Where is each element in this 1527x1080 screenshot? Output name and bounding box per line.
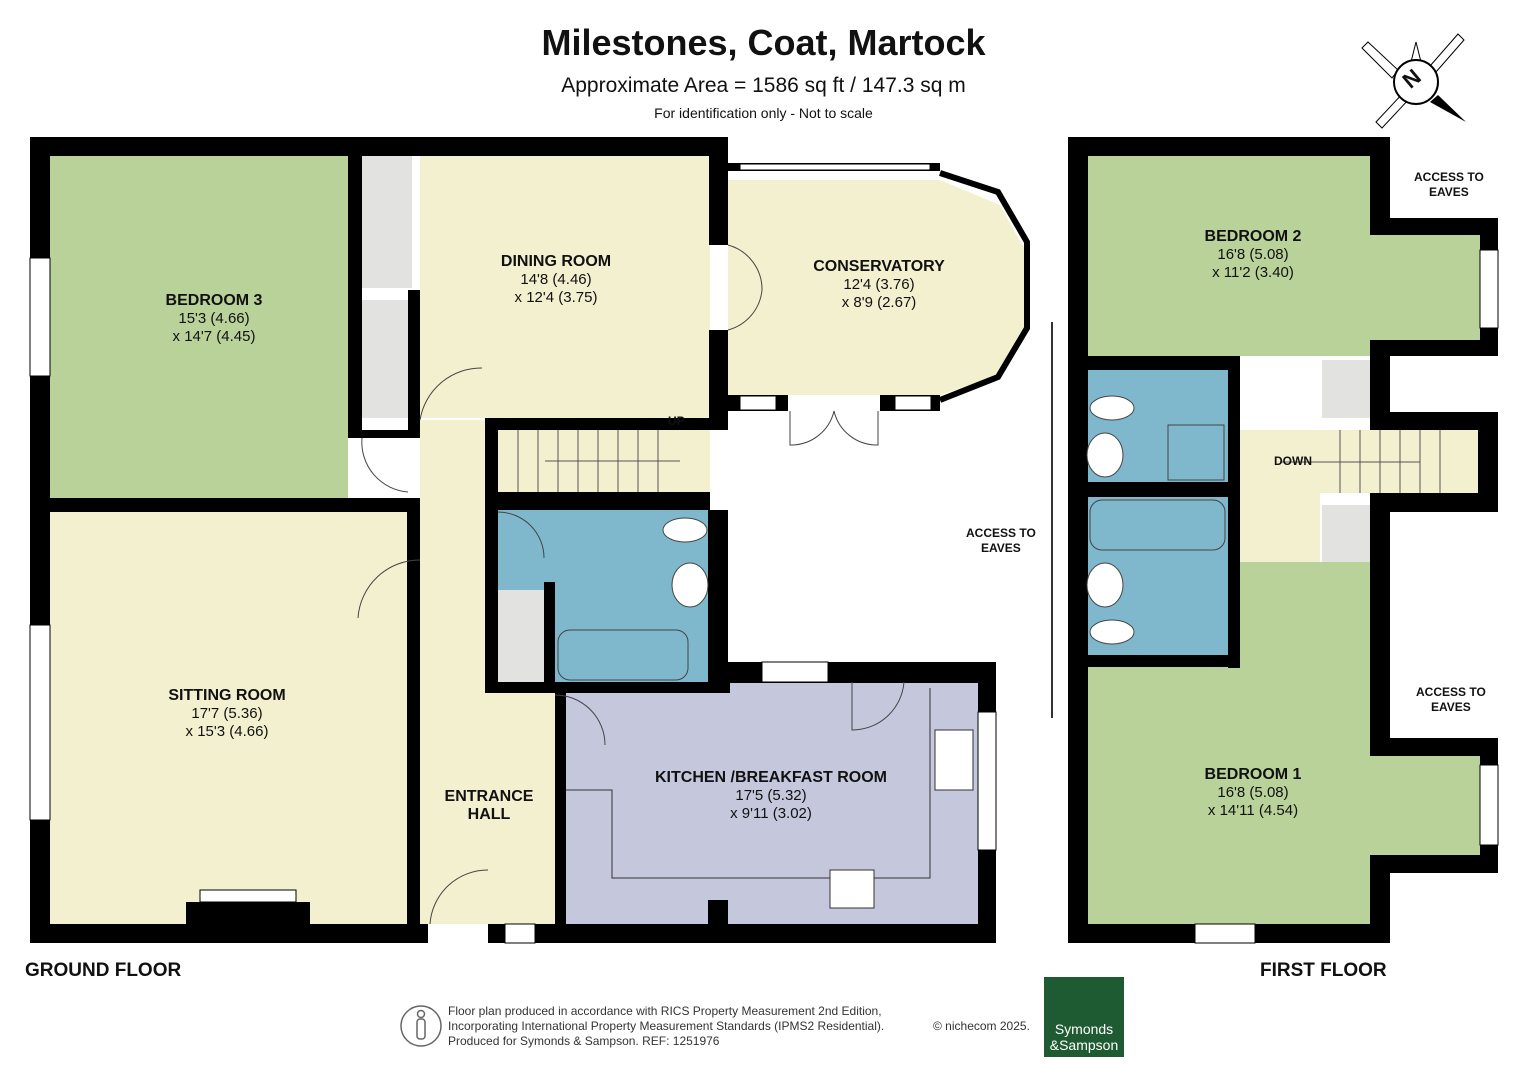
eaves-line: EAVES bbox=[1429, 185, 1469, 199]
label-bedroom-3: BEDROOM 3 15'3 (4.66) x 14'7 (4.45) bbox=[166, 292, 263, 346]
room-bedroom-3 bbox=[50, 156, 348, 498]
eaves-line: ACCESS TO bbox=[966, 526, 1036, 540]
footer-line: Floor plan produced in accordance with R… bbox=[448, 1004, 882, 1018]
room-dim-2: x 11'2 (3.40) bbox=[1212, 264, 1294, 281]
room-conservatory bbox=[728, 180, 1025, 395]
hall-line-2: HALL bbox=[467, 806, 511, 823]
cupboard-5 bbox=[1322, 505, 1370, 563]
footer-line: Incorporating International Property Mea… bbox=[448, 1019, 885, 1033]
room-dim-2: x 9'11 (3.02) bbox=[730, 805, 812, 822]
room-name: KITCHEN /BREAKFAST ROOM bbox=[655, 769, 887, 786]
eaves-label-3: ACCESS TO EAVES bbox=[1416, 685, 1486, 715]
room-entrance-hall bbox=[420, 420, 555, 924]
kitchen-counter bbox=[566, 688, 931, 879]
ground-floor-plan bbox=[29, 137, 1030, 944]
room-dim-1: 17'7 (5.36) bbox=[191, 705, 263, 722]
room-kitchen bbox=[566, 682, 978, 924]
eaves-line: ACCESS TO bbox=[1416, 685, 1486, 699]
room-dim-1: 16'8 (5.08) bbox=[1217, 784, 1289, 801]
label-conservatory: CONSERVATORY 12'4 (3.76) x 8'9 (2.67) bbox=[813, 258, 945, 312]
room-name: BEDROOM 1 bbox=[1204, 766, 1302, 783]
logo-line-2: &Sampson bbox=[1049, 1037, 1119, 1053]
plan-title: Milestones, Coat, Martock bbox=[541, 22, 986, 63]
basin-first bbox=[1086, 562, 1124, 608]
eaves-line: EAVES bbox=[1431, 700, 1471, 714]
eaves-label-1: ACCESS TO EAVES bbox=[1414, 170, 1484, 200]
conservatory-bay bbox=[938, 170, 1030, 403]
room-dim-1: 17'5 (5.32) bbox=[735, 787, 807, 804]
toilet-ground bbox=[662, 517, 708, 543]
hall-line-1: ENTRANCE bbox=[444, 788, 534, 805]
eaves-label-2: ACCESS TO EAVES bbox=[966, 526, 1036, 556]
stairs-up-label: UP bbox=[668, 414, 685, 428]
label-bedroom-2: BEDROOM 2 16'8 (5.08) x 11'2 (3.40) bbox=[1205, 228, 1302, 282]
room-name: DINING ROOM bbox=[500, 253, 612, 270]
kitchen-sink bbox=[934, 729, 974, 791]
label-kitchen: KITCHEN /BREAKFAST ROOM 17'5 (5.32) x 9'… bbox=[655, 769, 887, 823]
room-name: BEDROOM 3 bbox=[165, 292, 263, 309]
label-bedroom-1: BEDROOM 1 16'8 (5.08) x 14'11 (4.54) bbox=[1205, 766, 1302, 820]
toilet-ensuite bbox=[1089, 395, 1135, 421]
room-dim-1: 14'8 (4.46) bbox=[520, 271, 592, 288]
cupboard-1 bbox=[362, 156, 412, 288]
first-floor-label: FIRST FLOOR bbox=[1260, 960, 1387, 981]
cupboard-3 bbox=[498, 590, 544, 682]
basin-ground bbox=[671, 562, 709, 608]
footer-text: Floor plan produced in accordance with R… bbox=[448, 1004, 884, 1049]
room-dim-2: x 15'3 (4.66) bbox=[185, 723, 269, 740]
ground-floor-label: GROUND FLOOR bbox=[25, 960, 182, 981]
plan-area: Approximate Area = 1586 sq ft / 147.3 sq… bbox=[561, 74, 966, 97]
room-dim-2: x 14'11 (4.54) bbox=[1207, 802, 1299, 819]
room-bedroom-1 bbox=[1088, 667, 1480, 924]
first-landing bbox=[1240, 430, 1320, 562]
label-entrance-hall: ENTRANCE HALL bbox=[445, 788, 534, 824]
stairs-down-label: DOWN bbox=[1274, 454, 1312, 468]
room-name: BEDROOM 2 bbox=[1204, 228, 1302, 245]
room-dim-1: 15'3 (4.66) bbox=[178, 310, 250, 327]
shower-ensuite bbox=[1167, 424, 1225, 481]
room-dim-2: x 12'4 (3.75) bbox=[514, 289, 598, 306]
room-name: CONSERVATORY bbox=[813, 258, 945, 275]
room-dining-room bbox=[420, 156, 710, 418]
cupboard-2 bbox=[362, 300, 408, 418]
hob bbox=[829, 869, 875, 909]
room-bedroom-2 bbox=[1088, 156, 1480, 356]
symonds-sampson-logo: Symonds &Sampson bbox=[1044, 977, 1124, 1057]
basin-ensuite bbox=[1086, 432, 1124, 478]
room-dim-1: 12'4 (3.76) bbox=[843, 276, 915, 293]
eaves-line: ACCESS TO bbox=[1414, 170, 1484, 184]
copyright: © nichecom 2025. bbox=[933, 1019, 1030, 1033]
fireplace bbox=[199, 889, 297, 903]
bath-first bbox=[1089, 499, 1226, 551]
footer-line: Produced for Symonds & Sampson. REF: 125… bbox=[448, 1034, 720, 1048]
bath-ground bbox=[557, 629, 689, 681]
first-floor-plan bbox=[1051, 137, 1499, 944]
label-dining-room: DINING ROOM 14'8 (4.46) x 12'4 (3.75) bbox=[501, 253, 611, 307]
room-dim-1: 16'8 (5.08) bbox=[1217, 246, 1289, 263]
room-sitting-room bbox=[50, 512, 407, 924]
logo-text: Symonds &Sampson bbox=[1044, 1021, 1124, 1053]
room-name: SITTING ROOM bbox=[168, 687, 286, 704]
room-dim-2: x 8'9 (2.67) bbox=[841, 294, 917, 311]
plan-note: For identification only - Not to scale bbox=[654, 105, 873, 121]
toilet-first bbox=[1089, 619, 1135, 645]
logo-line-1: Symonds bbox=[1054, 1021, 1114, 1037]
eaves-line: EAVES bbox=[981, 541, 1021, 555]
compass-rose bbox=[1361, 33, 1466, 129]
cupboard-4 bbox=[1322, 360, 1370, 418]
room-dim-2: x 14'7 (4.45) bbox=[172, 328, 256, 345]
label-sitting-room: SITTING ROOM 17'7 (5.36) x 15'3 (4.66) bbox=[168, 687, 285, 741]
landing-lower bbox=[1240, 562, 1370, 667]
